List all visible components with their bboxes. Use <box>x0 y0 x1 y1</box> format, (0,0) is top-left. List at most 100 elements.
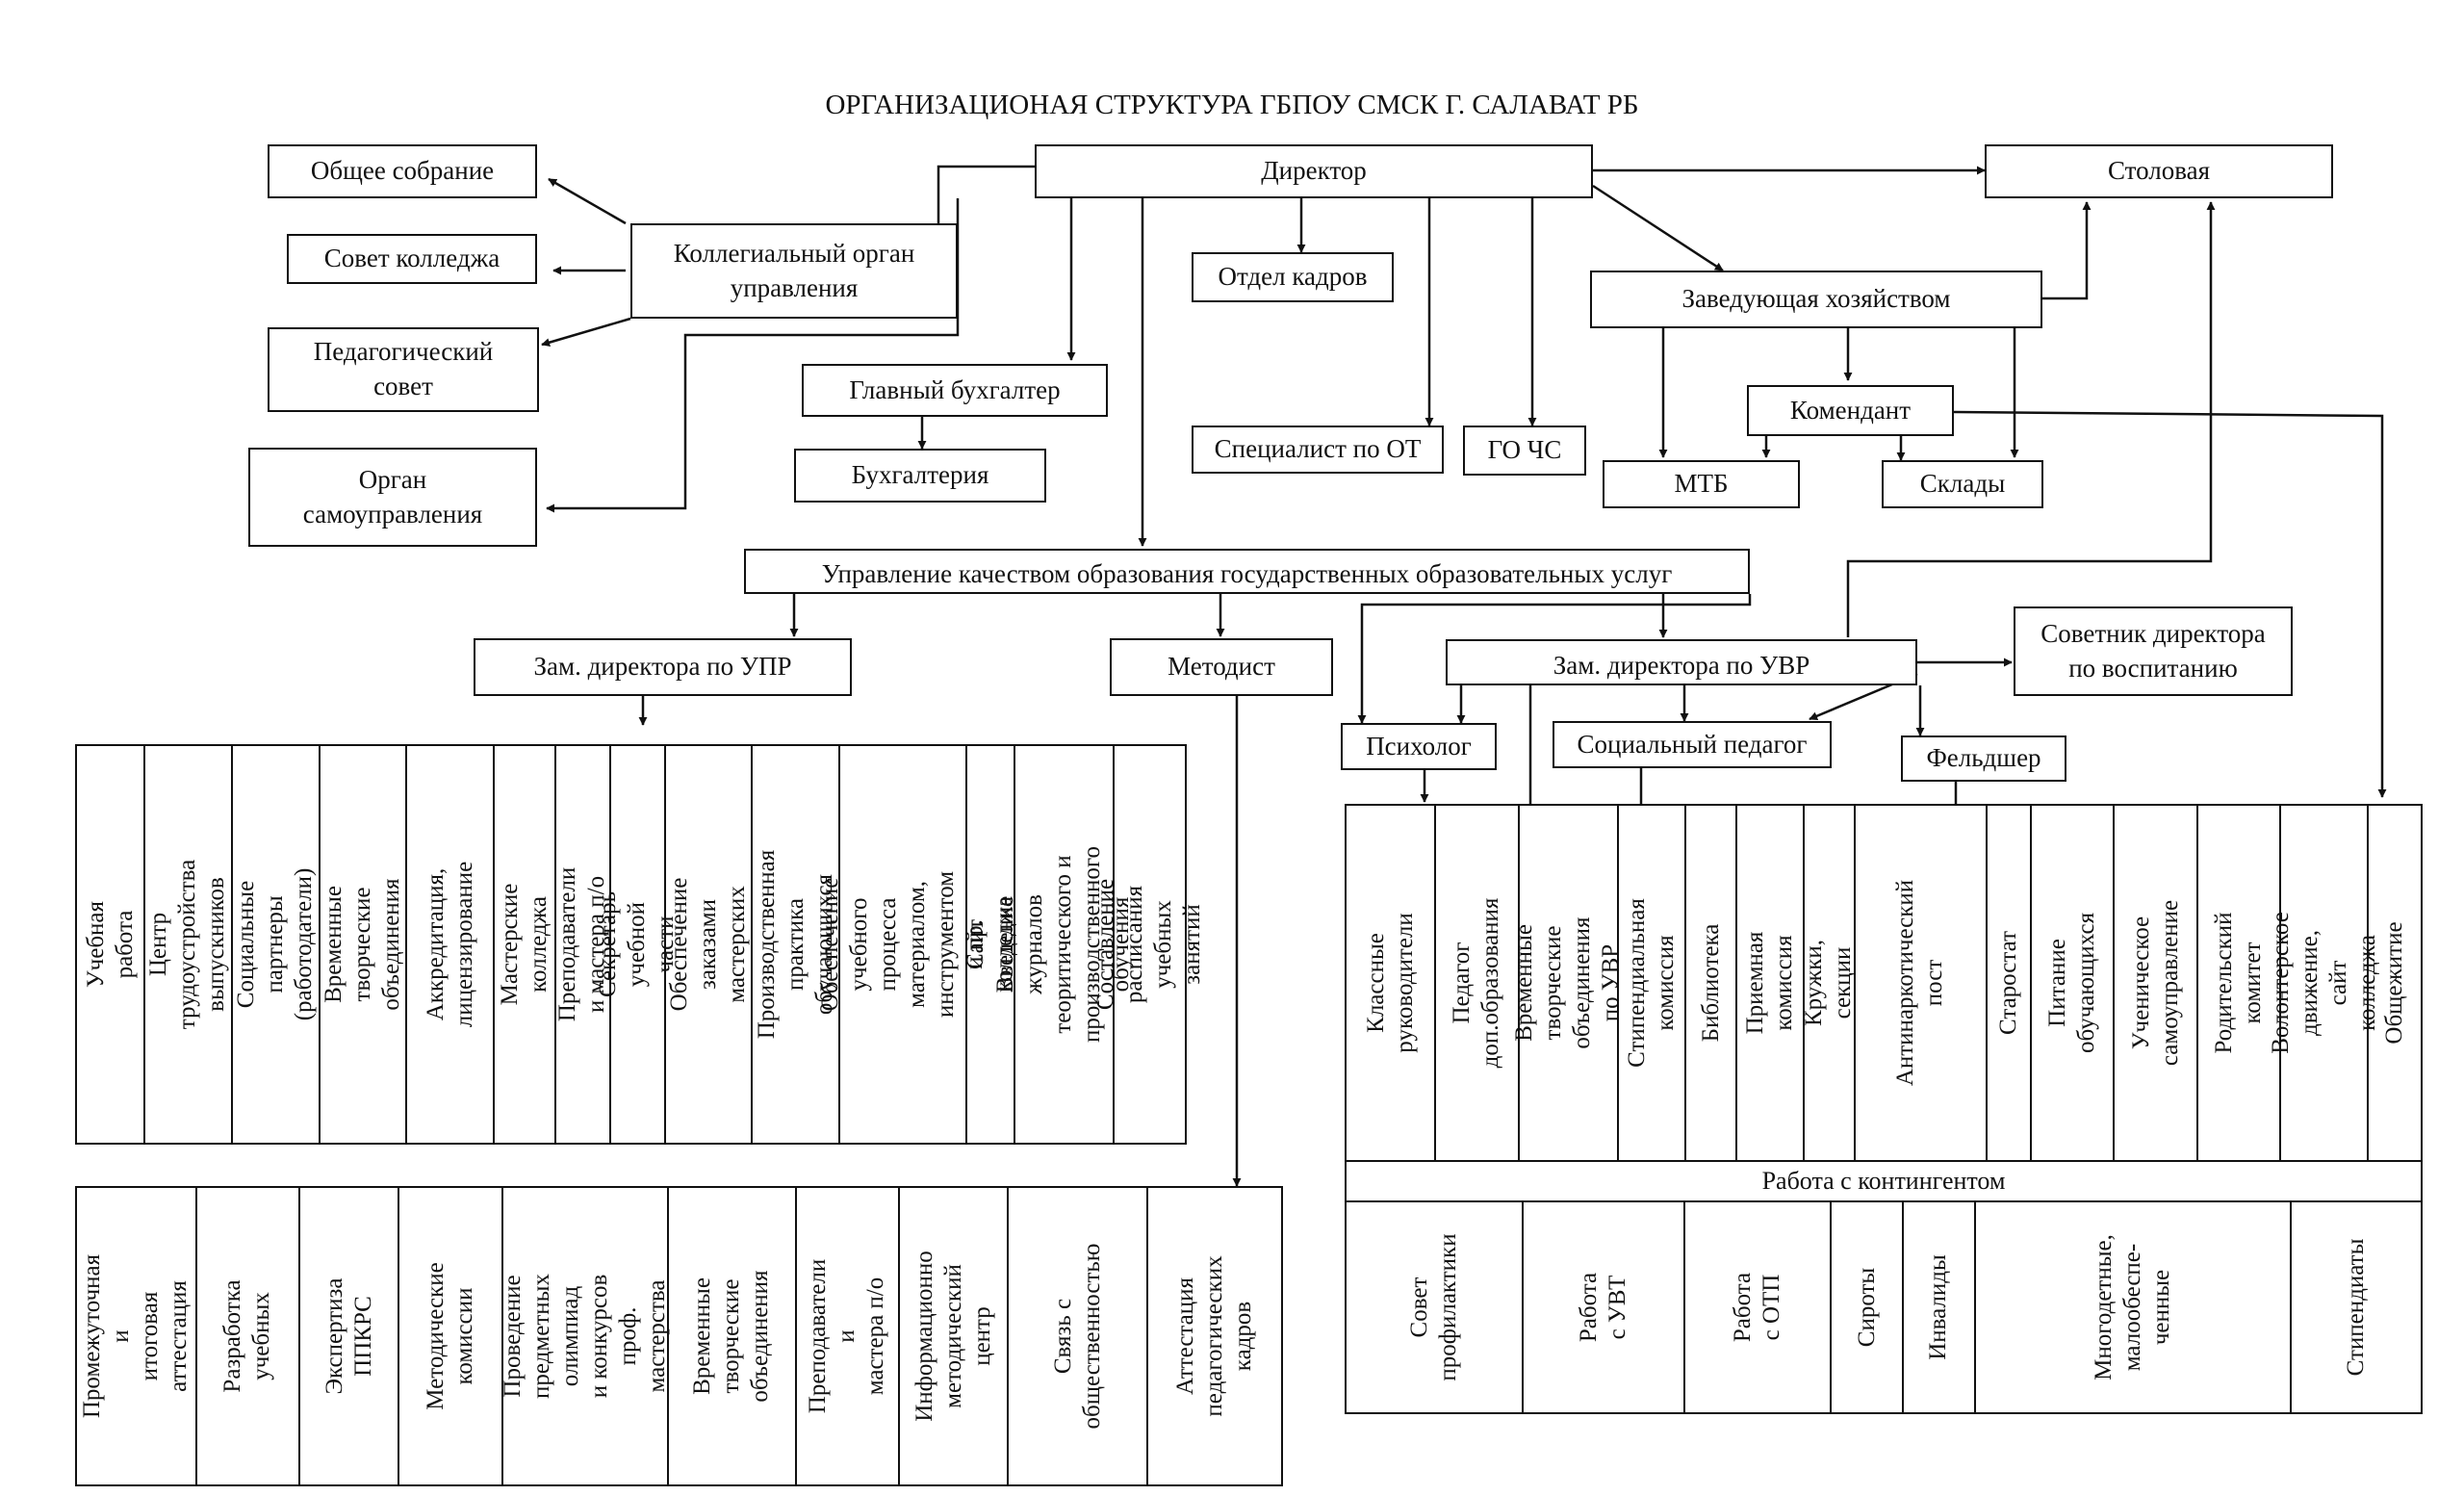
method-table-cell: Методические комиссии <box>397 1188 501 1484</box>
contingent-table-label: Сироты <box>1853 1267 1880 1348</box>
upr-table-label: Учебная работа <box>82 900 138 989</box>
box-paramedic: Фельдшер <box>1901 735 2066 782</box>
uvr-table-label: Антинаркотический пост <box>1892 879 1948 1087</box>
uvr-table-cell: Антинаркотический пост <box>1853 806 1986 1160</box>
upr-table-cell: Мастерские колледжа <box>493 746 554 1143</box>
uvr-table-label: Кружки, секции <box>1801 939 1857 1027</box>
box-mtb: МТБ <box>1603 460 1800 508</box>
method-table-label: Методические комиссии <box>422 1262 477 1410</box>
uvr-table-label: Педагог доп.образования <box>1449 897 1504 1069</box>
upr-table-label: Обеспечение заказами мастерских <box>665 877 750 1012</box>
arrow-household-canteen <box>2042 201 2092 300</box>
method-table-cell: Временные творческие объединения <box>667 1188 795 1484</box>
uvr-table-cell: Библиотека <box>1684 806 1735 1160</box>
uvr-table-cell: Педагог доп.образования <box>1434 806 1517 1160</box>
arrow-to-ped-council <box>541 317 631 348</box>
upr-table-cell: Сайт колледжа <box>962 746 1017 1143</box>
uvr-table-cell: Родительский комитет <box>2195 806 2279 1160</box>
uvr-table-label: Питание обучающихся <box>2044 912 2100 1054</box>
method-table-label: Проведение предметных олимпиад и конкурс… <box>499 1274 670 1399</box>
box-hr: Отдел кадров <box>1192 252 1394 302</box>
box-general-meeting: Общее собрание <box>268 144 537 198</box>
upr-table-cell: Секретарь учебной части <box>595 746 679 1143</box>
uvr-table-label: Родительский комитет <box>2210 912 2266 1054</box>
contingent-table: Совет профилактики Работа с УВТ Работа с О… <box>1345 1200 2423 1414</box>
uvr-table-cell: Временные творческие объединения по УВР <box>1511 806 1624 1160</box>
line-director-collegial <box>937 165 1035 223</box>
uvr-table-label: Общежитие <box>2381 921 2408 1045</box>
uvr-table-cell: Стипендиальная комиссия <box>1617 806 1684 1160</box>
uvr-table-cell: Питание обучающихся <box>2030 806 2113 1160</box>
uvr-table-cell: Волонтерское движение, сайт колледжа <box>2268 806 2380 1160</box>
contingent-table-label: Стипендиаты <box>2343 1238 2370 1377</box>
box-quality-management: Управление качеством образования государ… <box>744 549 1750 594</box>
upr-table-cell: Составление расписания учебных занятий <box>1092 746 1205 1143</box>
box-self-government: Орган самоуправления <box>248 448 537 547</box>
upr-table-cell: Учебная работа <box>77 746 143 1143</box>
upr-table-cell: Аккредитация, лицензирование <box>405 746 493 1143</box>
uvr-table-label: Стипендиальная комиссия <box>1624 898 1680 1068</box>
upr-table-cell: Центр трудоустройства выпускников <box>143 746 231 1143</box>
method-table-label: Разработка учебных <box>219 1279 275 1393</box>
uvr-table-cell: Ученическое самоуправление <box>2113 806 2195 1160</box>
box-warehouses: Склады <box>1882 460 2043 508</box>
contingent-table-label: Совет профилактики <box>1406 1233 1462 1381</box>
contingent-table-cell: Сироты <box>1830 1202 1902 1412</box>
upr-table-cell: Обеспечение учебного процесса материалом… <box>817 746 988 1143</box>
box-ped-council: Педагогический совет <box>268 327 539 412</box>
upr-table-cell: Производственная практика обучающихся <box>751 746 838 1143</box>
arrow-to-general-meeting <box>548 177 627 225</box>
upr-table-label: Центр трудоустройства выпускников <box>145 859 230 1030</box>
box-deputy-uvr: Зам. директора по УВР <box>1446 639 1917 685</box>
box-ot-specialist: Специалист по ОТ <box>1192 426 1444 474</box>
contingent-table-label: Многодетные, малообеспе- ченные <box>2091 1234 2175 1380</box>
uvr-table-cell: Классные руководители <box>1347 806 1434 1160</box>
contingent-table-cell: Стипендиаты <box>2290 1202 2421 1412</box>
upr-table-cell: Введение журналов теоритического и произ… <box>992 746 1134 1143</box>
uvr-table-cell: Приемная комиссия <box>1734 806 1803 1160</box>
method-table-label: Информационно методический центр <box>911 1251 995 1422</box>
box-methodist: Методист <box>1110 638 1333 696</box>
method-table-cell: Экспертиза ППКРС <box>298 1188 398 1484</box>
box-adviser: Советник директора по воспитанию <box>2014 606 2293 696</box>
contingent-table-cell: Совет профилактики <box>1347 1202 1522 1412</box>
upr-table-label: Мастерские колледжа <box>497 883 552 1006</box>
contingent-table-cell: Многодетные, малообеспе- ченные <box>1973 1202 2291 1412</box>
page-title: ОРГАНИЗАЦИОНАЯ СТРУКТУРА ГБПОУ СМСК Г. С… <box>825 90 1639 120</box>
box-commandant: Комендант <box>1747 385 1954 436</box>
method-table-label: Связь с общественностью <box>1049 1243 1105 1430</box>
box-go-chs: ГО ЧС <box>1463 426 1586 476</box>
uvr-table-cell: Общежитие <box>2367 806 2421 1160</box>
upr-table-label: Аккредитация, лицензирование <box>422 861 477 1028</box>
box-household: Заведующая хозяйством <box>1590 271 2042 328</box>
box-canteen: Столовая <box>1985 144 2333 198</box>
contingent-table-cell: Работа с ОТП <box>1682 1202 1830 1412</box>
contingent-table-cell: Инвалиды <box>1901 1202 1974 1412</box>
uvr-table-label: Временные творческие объединения по УВР <box>1511 916 1625 1049</box>
uvr-table-cell: Старостат <box>1986 806 2030 1160</box>
method-table-cell: Преподаватели и мастера п/о <box>794 1188 899 1484</box>
method-table-label: Преподаватели и мастера п/о <box>805 1258 889 1414</box>
method-table-cell: Разработка учебных <box>194 1188 299 1484</box>
upr-table-cell: Социальные партнеры (работодатели) <box>230 746 319 1143</box>
contingent-table-label: Работа с УВТ <box>1576 1272 1631 1343</box>
contingent-table-label: Инвалиды <box>1925 1254 1952 1360</box>
method-table-label: Аттестация педагогических кадров <box>1172 1255 1257 1417</box>
contingent-table-cell: Работа с УВТ <box>1522 1202 1682 1412</box>
box-deputy-upr: Зам. директора по УПР <box>474 638 852 696</box>
method-table-cell: Информационно методический центр <box>898 1188 1007 1484</box>
contingent-table-label: Работа с ОТП <box>1729 1272 1784 1343</box>
method-table-cell: Проведение предметных олимпиад и конкурс… <box>500 1188 670 1484</box>
method-table-cell: Аттестация педагогических кадров <box>1146 1188 1281 1484</box>
uvr-table-label: Старостат <box>1995 931 2022 1035</box>
uvr-table-label: Ученическое самоуправление <box>2127 899 2183 1067</box>
uvr-table-cell: Кружки, секции <box>1801 806 1856 1160</box>
box-psychologist: Психолог <box>1341 723 1497 770</box>
box-collegial-body: Коллегиальный орган управления <box>630 223 958 319</box>
upr-table-label: Социальные партнеры (работодатели) <box>233 867 318 1021</box>
arrow-to-household <box>1592 184 1724 272</box>
method-table-label: Временные творческие объединения <box>689 1270 774 1403</box>
box-director: Директор <box>1035 144 1593 198</box>
